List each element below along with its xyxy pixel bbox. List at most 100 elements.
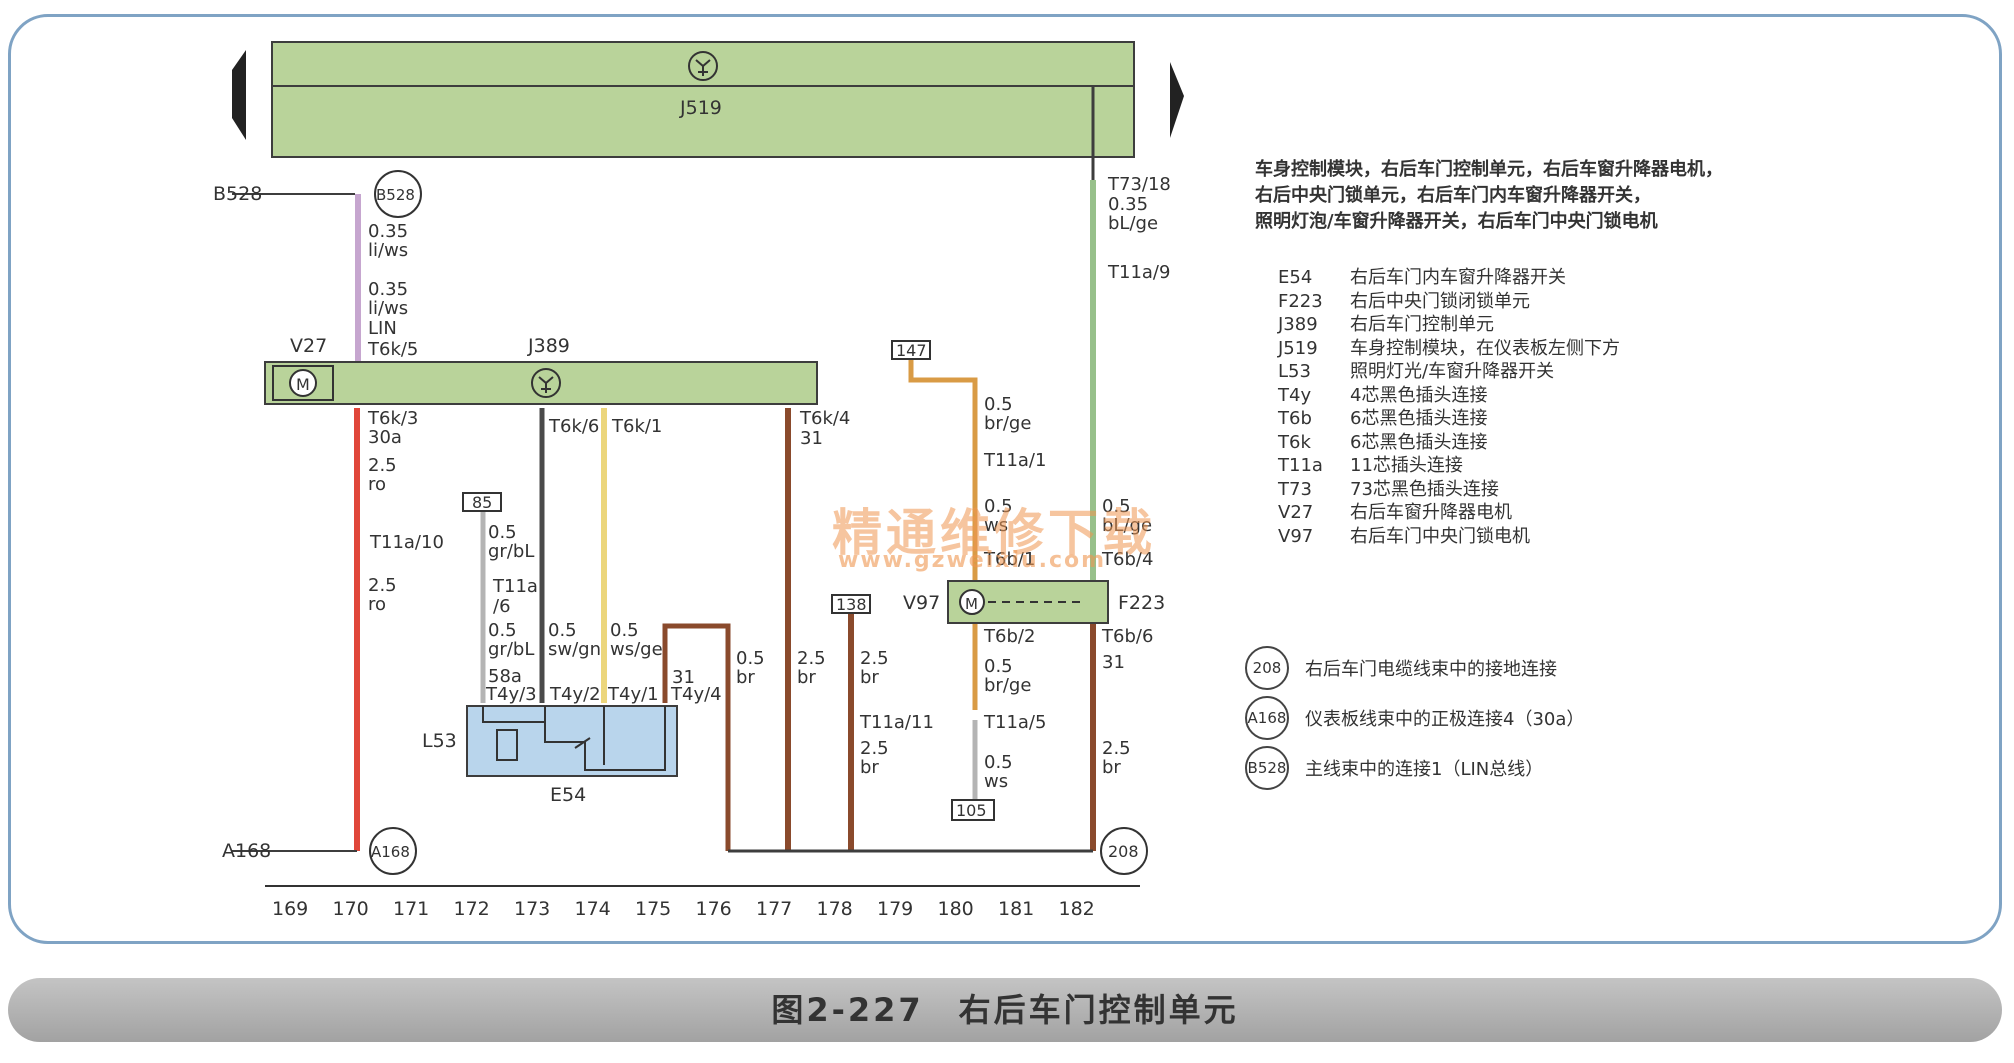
box-147	[891, 340, 931, 360]
wire-label: ro	[368, 594, 386, 615]
wire-label: br/ge	[984, 675, 1031, 696]
wire-label: gr/bL	[488, 541, 534, 562]
wire-label: 31	[672, 667, 695, 688]
legend-code: T73	[1278, 478, 1312, 500]
legend-text: 11芯插头连接	[1350, 455, 1463, 476]
wire-label: 0.5	[736, 648, 765, 669]
legend-code: T6k	[1278, 431, 1311, 453]
pin-label: T6k/4	[799, 408, 850, 429]
wire-label: 30a	[368, 427, 402, 448]
wire-label: br	[1102, 757, 1121, 778]
connection-legend-item: 208 右后车门电缆线束中的接地连接	[1245, 646, 1557, 690]
ground-b528-label: B528	[376, 186, 415, 204]
wire-label: 0.5	[488, 620, 517, 641]
a168-left-label: A168	[222, 840, 271, 862]
pin-label: T4y/1	[607, 684, 659, 705]
wire-label: ws/ge	[610, 639, 663, 660]
description-line: 车身控制模块，右后车门控制单元，右后车窗升降器电机，	[1255, 159, 1723, 180]
diagram-panel: J519 M V27 J389 L53 E54 M V97 F223	[8, 14, 2002, 944]
pin-label: T11a/9	[1107, 262, 1170, 283]
control-unit-icon	[531, 368, 561, 398]
connection-text: 主线束中的连接1（LIN总线）	[1305, 759, 1544, 780]
ground-208-label: 208	[1108, 842, 1139, 861]
pin-label: T6k/5	[367, 339, 418, 360]
connection-code: B528	[1245, 746, 1289, 790]
v27-motor-symbol: M	[296, 375, 310, 394]
track-number: 178	[817, 898, 853, 920]
wiring-diagram: J519 M V27 J389 L53 E54 M V97 F223	[213, 41, 1184, 920]
legend-text: 照明灯光/车窗升降器开关	[1350, 361, 1555, 382]
motor-icon	[959, 589, 985, 615]
legend-text: 右后车窗升降器电机	[1350, 502, 1512, 523]
track-number: 171	[393, 898, 429, 920]
wire-label: br/ge	[984, 413, 1031, 434]
ground-b528	[374, 170, 422, 218]
wire-label: bL/ge	[1102, 515, 1152, 536]
wire-label: ws	[984, 771, 1008, 792]
wire-label: 0.35	[368, 279, 408, 300]
description-line: 照明灯泡/车窗升降器开关，右后车门中央门锁电机	[1255, 211, 1658, 232]
pin-label: T73/18	[1107, 174, 1171, 195]
pin-label: T11a/11	[859, 712, 934, 733]
track-number: 179	[877, 898, 913, 920]
legend-text: 右后中央门锁闭锁单元	[1350, 290, 1530, 312]
track-number: 177	[756, 898, 792, 920]
b528-left-label: B528	[213, 183, 262, 205]
wire-label: ro	[368, 474, 386, 495]
v97-label: V97	[903, 592, 940, 614]
legend-code: T4y	[1278, 384, 1312, 406]
wire-br-31	[662, 623, 731, 851]
connection-text: 仪表板线束中的正极连接4（30a）	[1305, 709, 1585, 730]
track-number: 169	[272, 898, 308, 920]
legend-row: T73 73芯黑色插头连接	[1278, 478, 1620, 502]
legend-text: 右后车门中央门锁电机	[1350, 525, 1530, 547]
l53-label: L53	[422, 730, 457, 752]
pin-label: T6b/4	[1101, 549, 1153, 570]
description-line: 右后中央门锁单元，右后车门内车窗升降器开关，	[1255, 185, 1651, 206]
track-number: 181	[998, 898, 1034, 920]
track-number: 170	[333, 898, 369, 920]
track-number: 180	[938, 898, 974, 920]
figure-caption: 图2-227 右后车门控制单元	[771, 991, 1239, 1029]
wire-label: gr/bL	[488, 639, 534, 660]
wire-label: 0.5	[984, 394, 1013, 415]
pin-label: T6b/2	[983, 626, 1035, 647]
pin-label: T4y/4	[670, 684, 722, 705]
legend-code: V97	[1278, 525, 1314, 547]
e54-label: E54	[550, 784, 586, 806]
motor-icon	[289, 369, 317, 397]
wire-label: 31	[1102, 652, 1125, 673]
wire-label: br	[736, 667, 755, 688]
j519-module	[271, 41, 1135, 158]
legend-text: 73芯黑色插头连接	[1350, 478, 1499, 500]
pin-label: /6	[493, 596, 511, 617]
wire-label: 0.5	[488, 522, 517, 543]
wire-label: 0.5	[984, 656, 1013, 677]
legend-text: 右后车门控制单元	[1350, 314, 1494, 335]
box-85	[462, 492, 502, 512]
pin-label: T6b/6	[1101, 626, 1153, 647]
wire-label: 31	[800, 428, 823, 449]
watermark-url: www.gzweixiu.com	[838, 548, 1107, 573]
legend-code: J519	[1278, 337, 1318, 359]
wire-label: sw/gn	[548, 639, 601, 660]
ground-a168-label: A168	[371, 843, 410, 861]
wire-label: 0.35	[1108, 194, 1148, 215]
track-number: 173	[514, 898, 550, 920]
pin-label: T11a	[492, 576, 538, 597]
box-105	[951, 799, 995, 821]
left-arrow-icon	[232, 50, 246, 140]
wire-br-ge-top	[908, 358, 978, 581]
control-unit-icon	[688, 51, 718, 81]
box-138	[831, 594, 871, 614]
pin-label: T6b/1	[983, 549, 1035, 570]
wire-label: 0.5	[1102, 496, 1131, 517]
box-105-label: 105	[956, 801, 987, 820]
wire-label: br	[860, 757, 879, 778]
wire-label: 0.5	[984, 496, 1013, 517]
